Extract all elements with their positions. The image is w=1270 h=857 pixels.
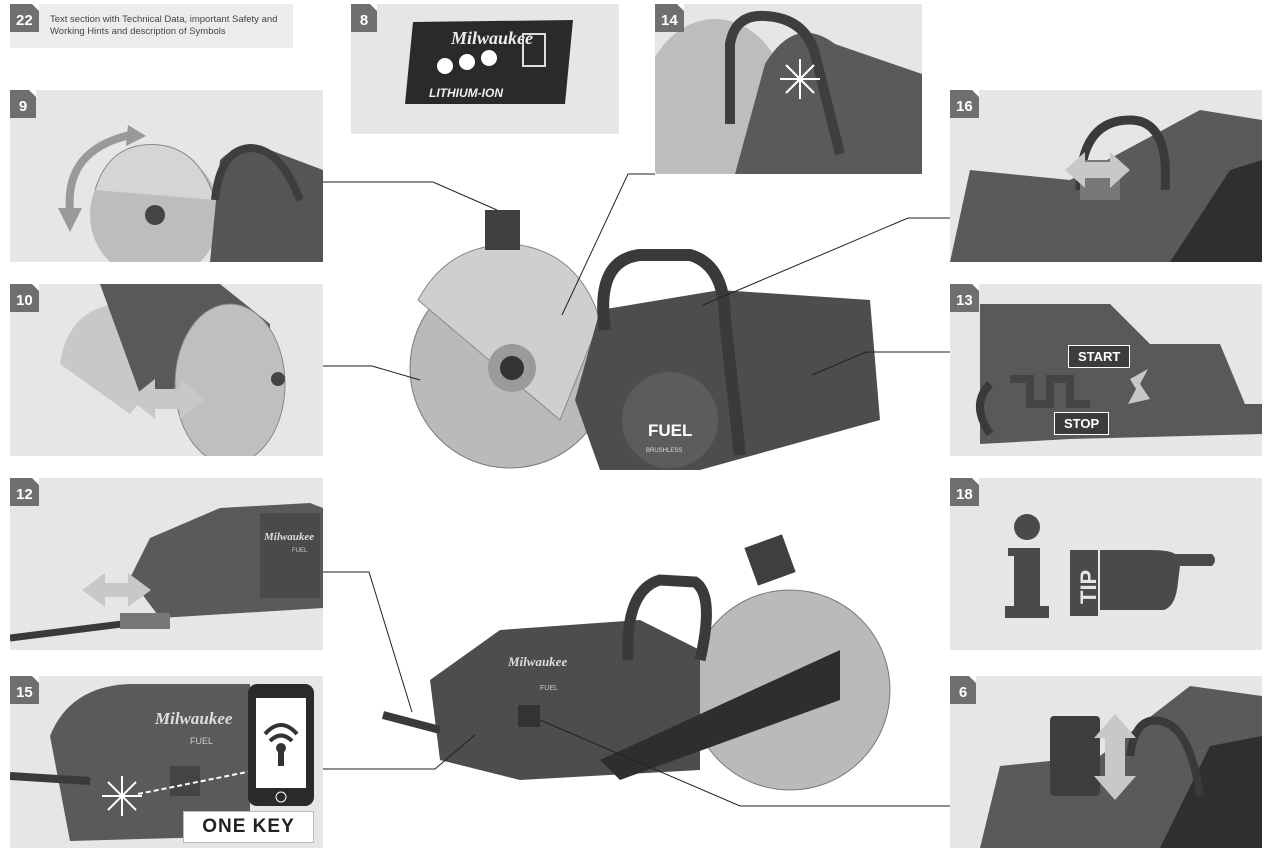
- brushless-text: BRUSHLESS: [646, 448, 682, 454]
- fuel-logo-main: FUEL: [648, 421, 692, 440]
- panel-6: 6: [950, 676, 1262, 848]
- battery-insert-illustration: [980, 686, 1262, 848]
- section-number: 12: [10, 478, 39, 506]
- brand-logo: Milwaukee: [263, 531, 314, 543]
- fuel-logo: FUEL: [190, 736, 213, 746]
- saw-top-illustration: [655, 10, 922, 174]
- start-label: START: [1068, 345, 1131, 368]
- section-number: 8: [351, 4, 377, 32]
- onekey-logo: ONE KEY: [183, 811, 314, 843]
- cut-off-saw-rear-view: Milwaukee FUEL: [381, 534, 891, 791]
- onekey-illustration: Milwaukee FUEL: [10, 684, 314, 841]
- panel-15: Milwaukee FUEL 15: [10, 676, 323, 848]
- section-number: 13: [950, 284, 979, 312]
- panel-16: 16: [950, 90, 1262, 262]
- panel-9: 9: [10, 90, 323, 262]
- panel-22: 22 Text section with Technical Data, imp…: [10, 4, 293, 48]
- start-stop-illustration: [976, 304, 1262, 444]
- cut-off-saw-front-view: FUEL BRUSHLESS: [409, 210, 880, 470]
- section-number: 15: [10, 676, 39, 704]
- label-lithium-ion: LITHIUM-ION: [429, 86, 503, 100]
- section-number: 18: [950, 478, 979, 506]
- fuel-small-main: FUEL: [540, 685, 558, 692]
- section-number: 6: [950, 676, 976, 704]
- battery-label-illustration: Milwaukee LITHIUM-ION: [405, 20, 573, 104]
- brand-logo: Milwaukee: [154, 709, 233, 728]
- section-number: 9: [10, 90, 36, 118]
- section-number: 22: [10, 4, 39, 32]
- section-number: 10: [10, 284, 39, 312]
- panel-13: 13 START STOP: [950, 284, 1262, 456]
- battery-slot-illustration: [950, 110, 1262, 262]
- section-number: 14: [655, 4, 684, 32]
- blade-change-illustration: [60, 284, 286, 456]
- fuel-logo: FUEL: [292, 548, 308, 554]
- stop-label: STOP: [1054, 412, 1110, 435]
- tip-text: TIP: [1076, 570, 1101, 604]
- water-connection-illustration: Milwaukee FUEL: [10, 503, 323, 642]
- section-number: 16: [950, 90, 979, 118]
- tip-icon: TIP: [1005, 514, 1215, 618]
- leader-lines: [323, 173, 950, 807]
- section-description: Text section with Technical Data, import…: [50, 14, 278, 37]
- brand-logo-main: Milwaukee: [507, 654, 567, 669]
- panel-18: TIP 18: [950, 478, 1262, 650]
- panel-8: Milwaukee LITHIUM-ION 8: [351, 4, 619, 134]
- panel-10: 10: [10, 284, 323, 456]
- label-brand: Milwaukee: [450, 28, 533, 48]
- panel-14: 14: [655, 4, 922, 174]
- guard-adjust-illustration: [58, 125, 323, 262]
- panel-12: Milwaukee FUEL 12: [10, 478, 323, 650]
